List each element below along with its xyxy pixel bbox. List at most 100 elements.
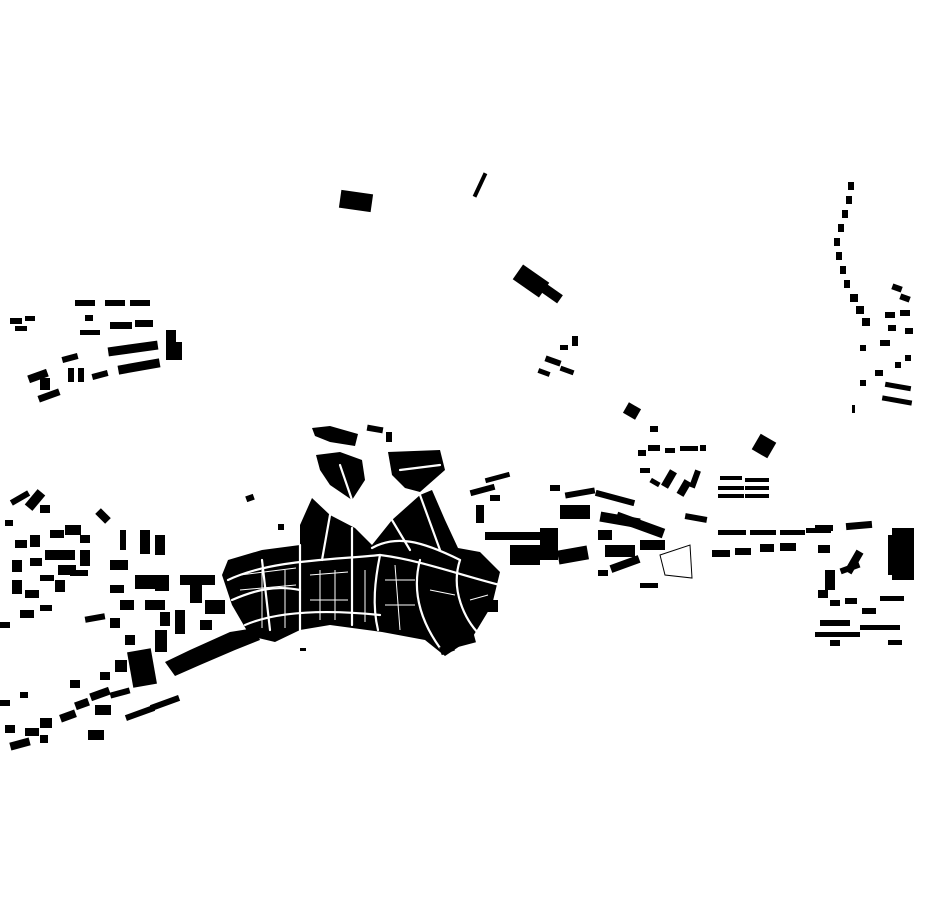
building-footprint xyxy=(278,524,284,530)
building-footprint xyxy=(640,583,658,588)
building-footprint xyxy=(684,513,708,523)
building-footprint xyxy=(680,446,698,451)
building-footprint xyxy=(572,336,578,346)
building-footprint xyxy=(135,575,155,589)
building-footprint xyxy=(40,605,52,611)
building-footprint xyxy=(862,608,876,614)
building-footprint xyxy=(860,625,900,630)
building-footprint xyxy=(5,725,15,733)
building-footprint xyxy=(25,316,35,321)
building-block xyxy=(165,628,260,676)
building-footprint xyxy=(815,632,860,637)
building-footprint xyxy=(650,426,658,432)
building-footprint xyxy=(751,433,777,459)
building-footprint xyxy=(5,520,13,526)
building-footprint xyxy=(155,575,169,591)
building-footprint xyxy=(145,600,165,610)
building-footprint xyxy=(850,294,858,302)
building-footprint xyxy=(40,505,50,513)
building-footprint xyxy=(12,580,22,594)
building-footprint xyxy=(120,600,134,610)
building-footprint xyxy=(885,312,895,318)
building-footprint xyxy=(537,368,551,377)
building-footprint xyxy=(472,172,488,198)
building-block xyxy=(316,452,365,500)
building-footprint xyxy=(88,730,104,740)
building-footprint xyxy=(564,487,596,499)
building-footprint xyxy=(718,494,744,498)
building-footprint xyxy=(12,560,22,572)
building-footprint xyxy=(9,737,31,751)
building-footprint xyxy=(120,530,126,550)
building-footprint xyxy=(892,528,914,580)
building-footprint xyxy=(20,692,28,698)
building-footprint xyxy=(899,293,911,303)
building-footprint xyxy=(640,540,665,550)
building-footprint xyxy=(559,365,575,376)
building-footprint xyxy=(115,660,127,672)
building-footprint xyxy=(825,570,835,590)
building-footprint xyxy=(845,520,873,531)
building-footprint xyxy=(338,189,374,213)
building-footprint xyxy=(905,328,913,334)
building-footprint xyxy=(135,320,153,327)
building-footprint xyxy=(58,565,76,575)
building-footprint xyxy=(594,489,636,507)
building-footprint xyxy=(745,486,769,490)
building-footprint xyxy=(386,432,392,442)
building-footprint xyxy=(818,545,830,553)
building-footprint xyxy=(0,622,10,628)
building-footprint xyxy=(155,630,167,652)
building-footprint xyxy=(9,490,31,506)
building-footprint xyxy=(550,485,560,491)
building-footprint xyxy=(875,370,883,376)
building-footprint xyxy=(834,238,840,246)
building-footprint xyxy=(74,697,90,711)
building-footprint xyxy=(895,362,901,368)
building-footprint xyxy=(745,478,769,482)
building-footprint xyxy=(127,648,157,688)
building-footprint xyxy=(15,540,27,548)
building-footprint xyxy=(439,642,455,656)
building-footprint xyxy=(55,580,65,592)
building-footprint xyxy=(860,345,866,351)
building-footprint xyxy=(820,620,850,626)
building-footprint xyxy=(25,590,39,598)
building-footprint xyxy=(750,530,776,535)
building-footprint xyxy=(85,315,93,321)
old-town-core xyxy=(165,426,502,676)
building-footprint xyxy=(540,528,558,560)
building-footprint xyxy=(80,535,90,543)
building-footprint xyxy=(176,342,182,360)
building-footprint xyxy=(75,300,95,306)
building-footprint xyxy=(95,705,111,715)
building-footprint xyxy=(68,368,74,382)
building-footprint xyxy=(50,530,64,538)
building-footprint xyxy=(852,405,855,413)
building-footprint xyxy=(0,700,10,706)
building-footprint xyxy=(614,511,666,539)
building-footprint xyxy=(622,402,642,420)
building-footprint xyxy=(59,709,77,723)
building-footprint xyxy=(818,590,828,598)
scattered-buildings xyxy=(0,172,914,751)
building-footprint xyxy=(510,545,540,565)
building-footprint xyxy=(884,381,912,392)
building-footprint xyxy=(25,728,39,736)
building-footprint xyxy=(166,330,176,360)
building-footprint xyxy=(149,695,181,711)
building-footprint xyxy=(20,610,34,618)
building-footprint xyxy=(648,445,660,451)
building-footprint xyxy=(205,600,225,614)
building-footprint xyxy=(100,672,110,680)
building-block xyxy=(388,450,445,492)
building-footprint xyxy=(838,224,844,232)
building-footprint xyxy=(30,535,40,547)
building-footprint xyxy=(27,368,49,384)
building-footprint xyxy=(638,450,646,456)
building-footprint xyxy=(842,210,848,218)
building-footprint xyxy=(836,252,842,260)
building-footprint xyxy=(484,471,511,484)
building-footprint xyxy=(40,735,48,743)
